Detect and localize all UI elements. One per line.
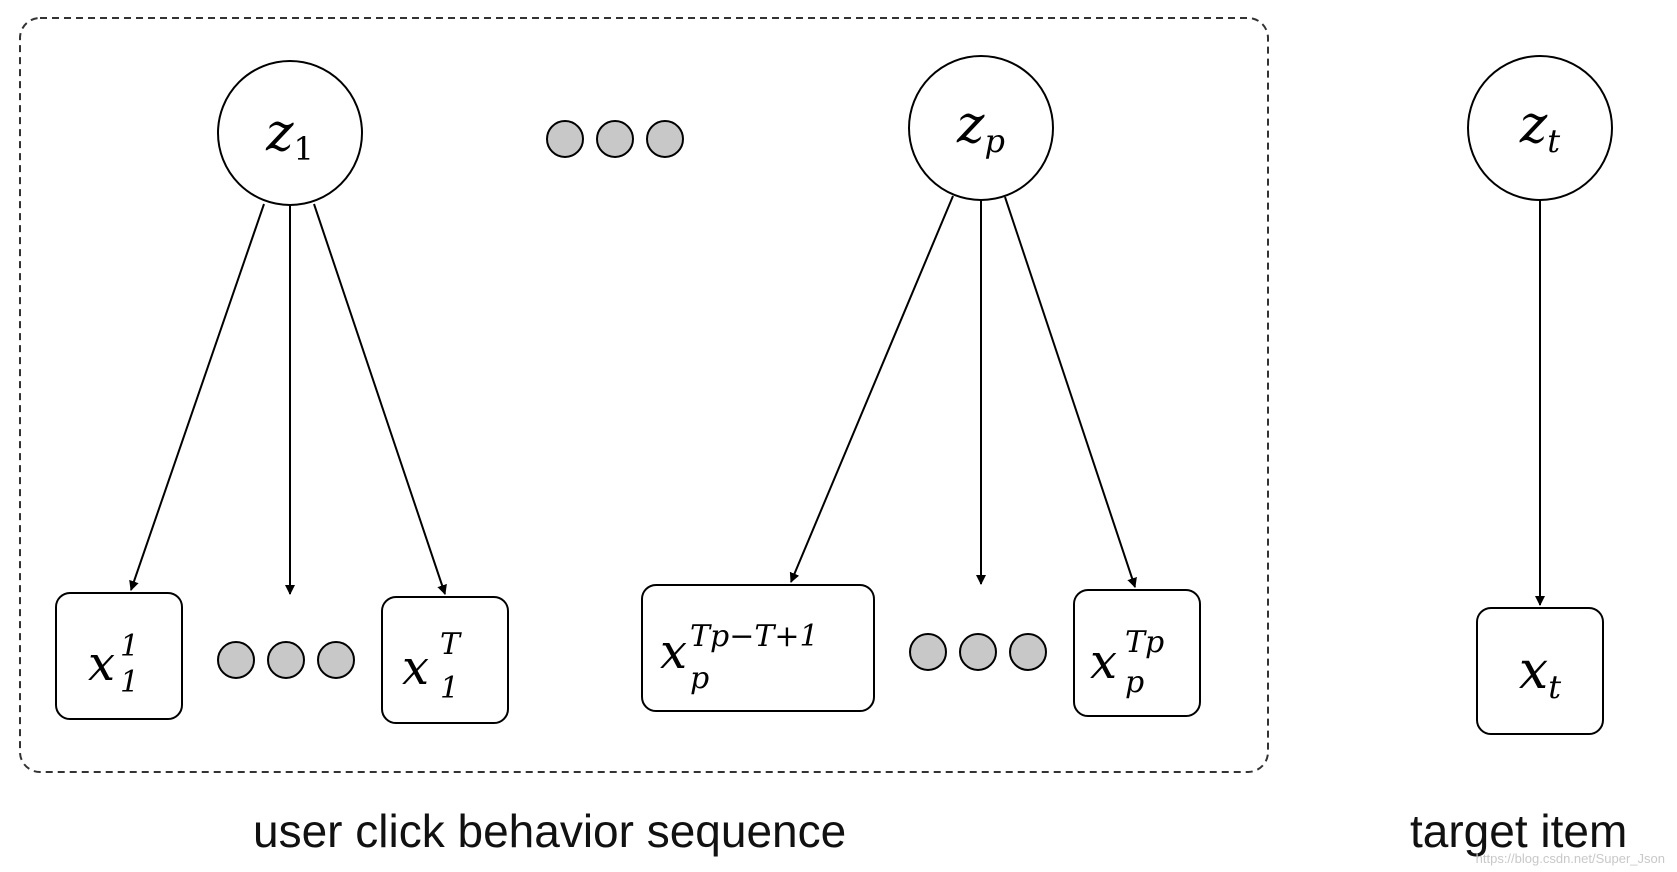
- ellipsis-dots-latent: [546, 120, 684, 158]
- svg-text:1: 1: [440, 671, 459, 706]
- svg-text:1: 1: [120, 665, 139, 700]
- edge-zp-xpTpT1: [789, 195, 954, 583]
- svg-text:Tp−T+1: Tp−T+1: [690, 619, 819, 654]
- edges: [129, 195, 1545, 606]
- edge-z1-x11: [129, 203, 265, 591]
- edge-zp-xpTp: [1004, 196, 1137, 588]
- svg-text:z1: z1: [265, 103, 314, 168]
- svg-text:Tp: Tp: [1125, 625, 1164, 660]
- svg-text:xt: xt: [1519, 641, 1561, 706]
- node-zp: zp: [908, 55, 1054, 201]
- svg-text:p: p: [1125, 665, 1144, 700]
- node-x1-1: x 1 1: [55, 592, 183, 720]
- svg-text:1: 1: [120, 629, 139, 664]
- caption-sequence: user click behavior sequence: [253, 805, 847, 857]
- svg-text:T: T: [440, 627, 462, 662]
- sequence-group-box: [19, 17, 1269, 773]
- svg-text:x: x: [88, 636, 115, 692]
- node-xt: xt: [1476, 607, 1604, 735]
- node-xp-Tp: x Tp p: [1073, 589, 1201, 717]
- node-x1-T: x T 1: [381, 596, 509, 724]
- svg-text:x: x: [1090, 634, 1117, 690]
- caption-target-item: target item: [1410, 805, 1628, 857]
- svg-text:x: x: [660, 624, 687, 680]
- node-z1: z1: [217, 60, 363, 206]
- edge-z1-x1T: [313, 203, 447, 595]
- svg-text:p: p: [690, 661, 709, 696]
- ellipsis-dots-seqp: [909, 633, 1047, 671]
- watermark: https://blog.csdn.net/Super_Json: [1475, 851, 1665, 866]
- svg-text:zt: zt: [1519, 95, 1560, 160]
- node-xp-Tp-T-1: x Tp−T+1 p: [641, 584, 875, 712]
- ellipsis-dots-seq1: [217, 641, 355, 679]
- svg-text:zp: zp: [956, 95, 1005, 160]
- svg-text:x: x: [402, 640, 429, 696]
- node-zt: zt: [1467, 55, 1613, 201]
